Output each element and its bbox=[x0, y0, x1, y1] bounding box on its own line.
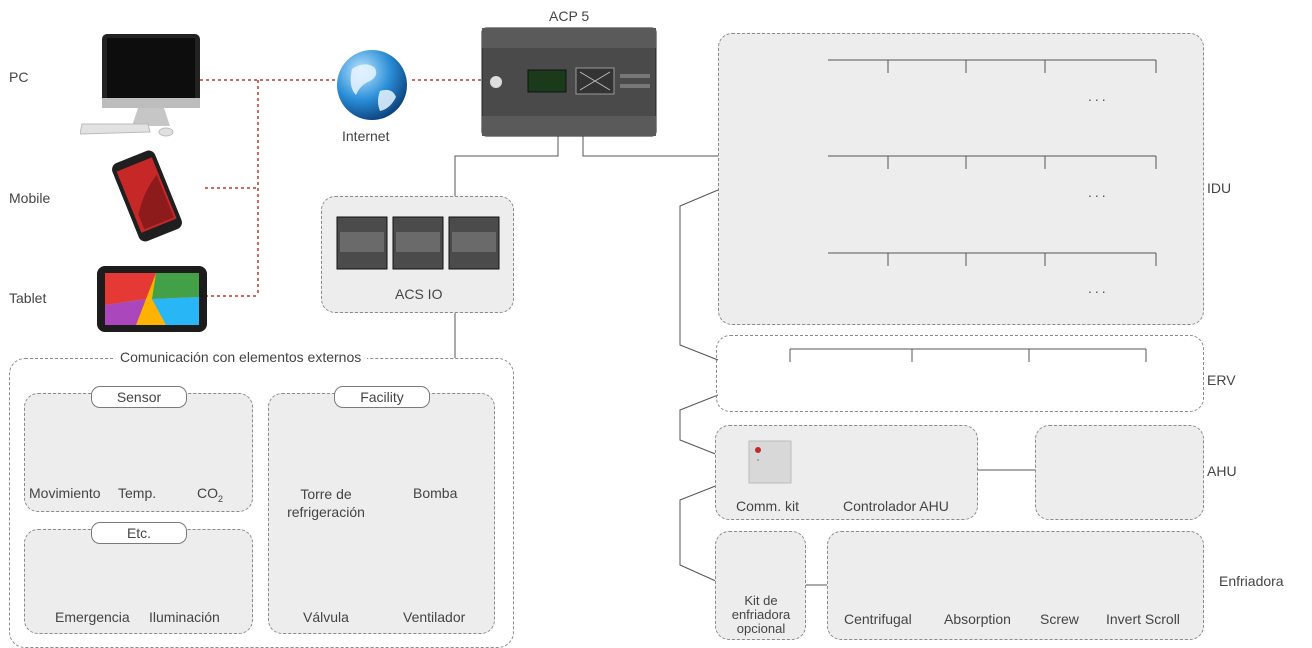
facility-item-fan: Ventilador bbox=[403, 609, 466, 625]
mobile-icon bbox=[100, 150, 195, 247]
sensor-item-temp: Temp. bbox=[118, 485, 157, 501]
idu-row1-ellipsis: ... bbox=[1088, 88, 1109, 104]
erv-label: ERV bbox=[1207, 372, 1236, 388]
chiller-type-invert-scroll: Invert Scroll bbox=[1106, 611, 1180, 627]
acp-label: ACP 5 bbox=[549, 8, 590, 24]
ahu-controller-label: Controlador AHU bbox=[843, 498, 949, 514]
chiller-kit-label: Kit de enfriadora opcional bbox=[731, 593, 791, 636]
chiller-types-group bbox=[827, 531, 1204, 640]
ahu-label: AHU bbox=[1207, 463, 1237, 479]
sensor-group bbox=[24, 393, 253, 512]
facility-item-pump: Bomba bbox=[413, 485, 458, 501]
internet-label: Internet bbox=[342, 128, 390, 144]
idu-label: IDU bbox=[1207, 180, 1232, 196]
etc-title: Etc. bbox=[91, 522, 187, 544]
pc-label: PC bbox=[9, 69, 29, 85]
idu-group bbox=[718, 33, 1204, 325]
chiller-kit-group bbox=[715, 531, 806, 640]
facility-item-cooling-tower: Torre de refrigeración bbox=[287, 486, 365, 520]
tablet-label: Tablet bbox=[9, 290, 47, 306]
facility-item-valve: Válvula bbox=[303, 609, 349, 625]
idu-row3-ellipsis: ... bbox=[1088, 280, 1109, 296]
sensor-item-co2: CO2 bbox=[197, 485, 224, 504]
etc-item-emergency: Emergencia bbox=[55, 609, 130, 625]
chiller-label: Enfriadora bbox=[1219, 573, 1284, 589]
facility-title: Facility bbox=[334, 386, 430, 408]
comm-kit-icon bbox=[748, 440, 792, 489]
acs-io-label: ACS IO bbox=[395, 286, 443, 302]
sensor-item-motion: Movimiento bbox=[29, 485, 101, 501]
ahu-unit-group bbox=[1035, 425, 1204, 520]
etc-item-lighting: Iluminación bbox=[149, 609, 220, 625]
sensor-title: Sensor bbox=[91, 386, 187, 408]
external-communication-title: Comunicación con elementos externos bbox=[114, 349, 368, 365]
idu-row2-ellipsis: ... bbox=[1088, 184, 1109, 200]
chiller-type-screw: Screw bbox=[1040, 611, 1079, 627]
controller-wires bbox=[454, 136, 1035, 586]
pc-icon bbox=[79, 32, 202, 147]
erv-group bbox=[716, 335, 1204, 412]
globe-icon bbox=[334, 47, 410, 128]
comm-kit-label: Comm. kit bbox=[736, 498, 799, 514]
etc-group bbox=[24, 529, 253, 634]
facility-group bbox=[268, 393, 495, 634]
chiller-type-absorption: Absorption bbox=[944, 611, 1011, 627]
network-links bbox=[200, 79, 482, 297]
acs-io-modules-icon bbox=[336, 216, 500, 275]
tablet-icon bbox=[96, 265, 208, 338]
mobile-label: Mobile bbox=[9, 190, 51, 206]
chiller-type-centrifugal: Centrifugal bbox=[844, 611, 912, 627]
acp-controller-icon bbox=[480, 26, 658, 143]
